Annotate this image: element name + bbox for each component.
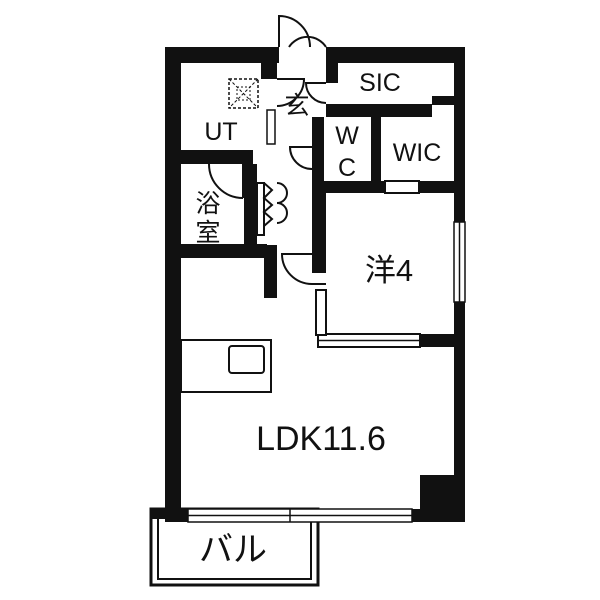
thin-partitions: [256, 180, 421, 348]
entrance-label: 玄: [284, 92, 309, 120]
door-swings: [208, 14, 327, 285]
windows: [187, 109, 466, 523]
ut-label: UT: [204, 118, 237, 146]
sic-label: SIC: [359, 69, 401, 97]
wc-label-c: C: [338, 154, 356, 182]
western-room-label: 洋4: [365, 253, 413, 288]
bath-label-top: 浴: [195, 190, 220, 218]
balcony-label: バル: [199, 531, 267, 569]
wc-label-w: W: [335, 122, 359, 150]
wic-label: WIC: [393, 139, 442, 167]
fixtures: [180, 78, 272, 393]
room-labels: SIC 玄 UT W C WIC 浴 室 洋4 LDK11.6 バル: [195, 69, 441, 569]
ldk-label: LDK11.6: [256, 420, 386, 458]
bath-label-bottom: 室: [195, 219, 220, 247]
